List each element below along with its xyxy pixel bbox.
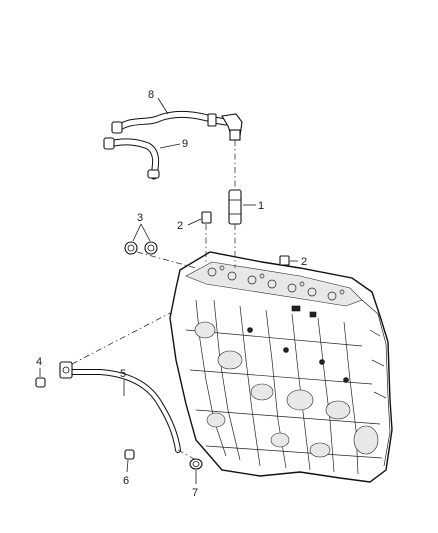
part-7-clamp [189, 458, 203, 470]
callout-3: 3 [137, 212, 143, 224]
callout-6: 6 [123, 475, 129, 487]
leader-lines [39, 97, 298, 484]
callout-2-right: 2 [301, 256, 307, 268]
callout-5: 5 [120, 368, 126, 380]
callout-8: 8 [148, 89, 154, 101]
callout-1: 1 [258, 200, 264, 212]
callout-4: 4 [36, 356, 42, 368]
part-2-plug-left [201, 211, 212, 262]
engine-block [169, 251, 393, 483]
callout-9: 9 [182, 138, 188, 150]
callout-2-left: 2 [177, 220, 183, 232]
part-3-seals [124, 241, 197, 269]
part-2-plug-right [279, 255, 290, 266]
part-5-coolant-tube-assembly [59, 311, 197, 461]
part-8-upper-coolant-hose [111, 110, 243, 141]
part-1-coolant-tube [228, 140, 242, 268]
part-4-fitting [35, 377, 46, 388]
callout-7: 7 [192, 487, 198, 499]
part-9-lower-coolant-hose [103, 137, 160, 180]
part-6-fitting [124, 449, 135, 460]
